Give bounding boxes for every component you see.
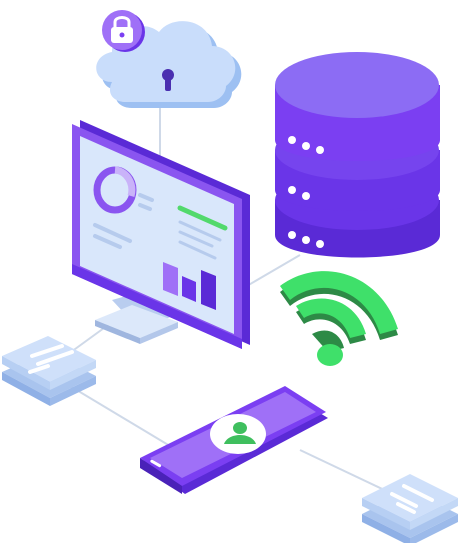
donut-chart-icon [93, 166, 137, 214]
monitor-icon [72, 120, 250, 349]
keyhole-icon [162, 69, 174, 91]
phone-indicator-dots [150, 442, 310, 468]
database-icon [275, 52, 440, 258]
database-status-lights [288, 136, 324, 248]
screen-progress-bar [177, 205, 228, 231]
bar-chart-icon [163, 262, 216, 310]
user-avatar-icon [210, 414, 266, 454]
wifi-icon [280, 271, 398, 366]
smartphone-icon [140, 386, 328, 494]
connector-doc-phone [59, 379, 186, 456]
document-card-icon [2, 336, 96, 406]
padlock-icon [102, 10, 145, 52]
document-card-icon [362, 474, 458, 543]
screen-text-lines [93, 193, 154, 249]
connector-phone-doc [299, 449, 396, 496]
